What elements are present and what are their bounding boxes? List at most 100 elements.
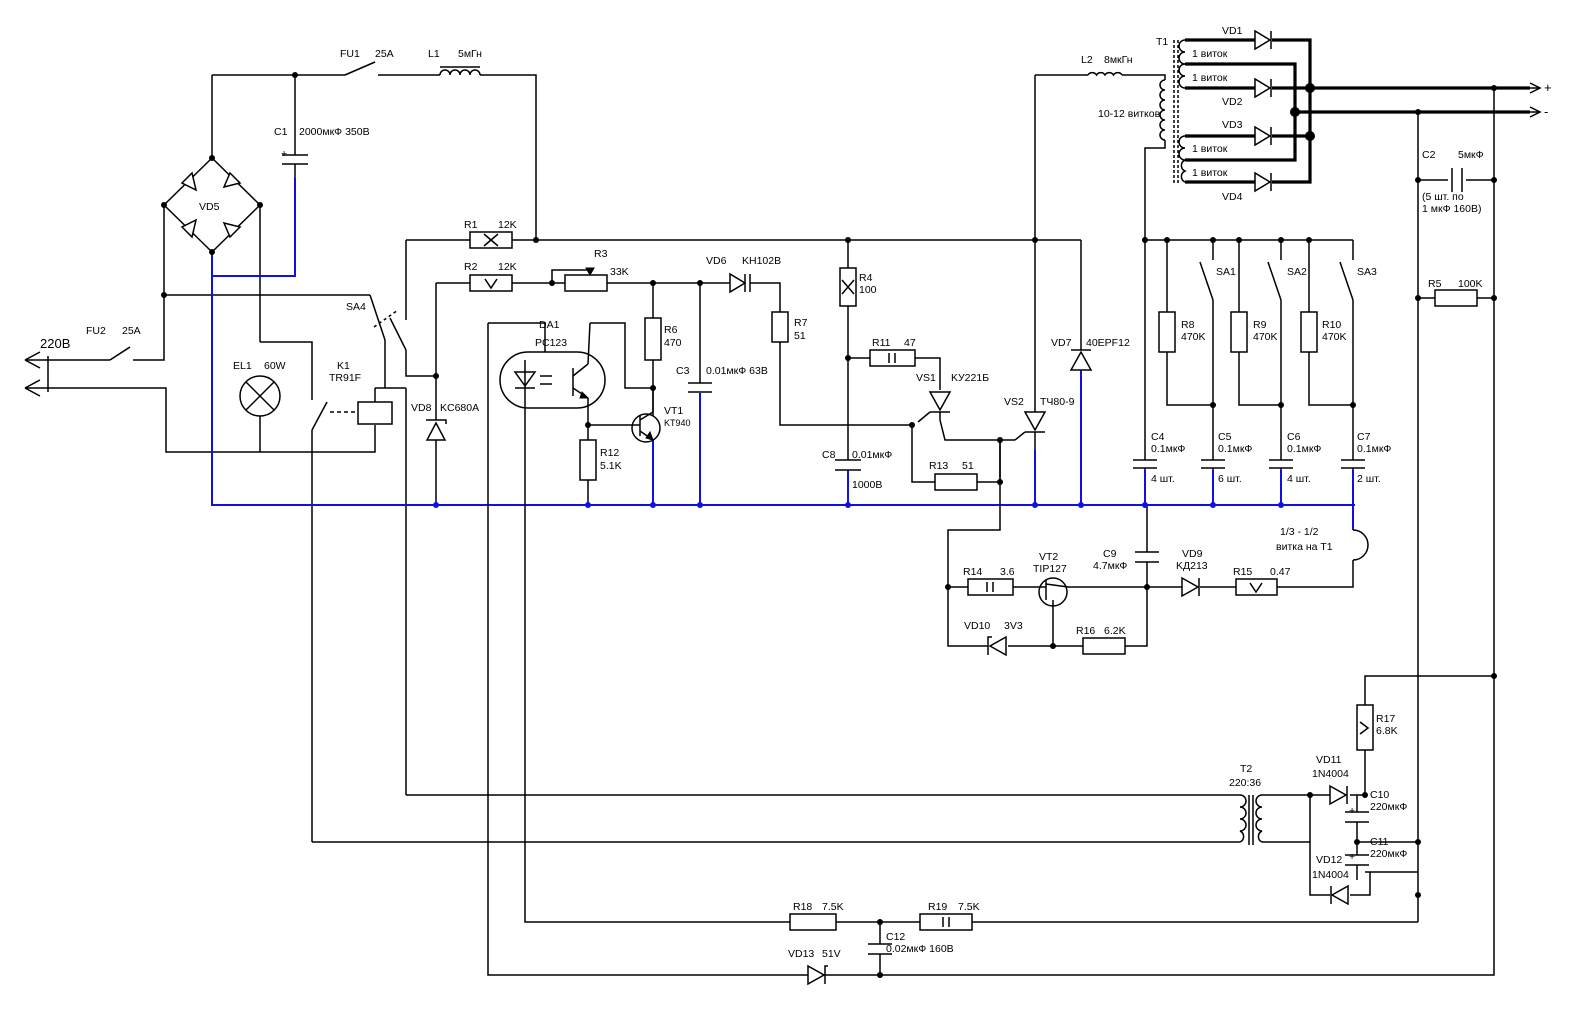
label-r6: R6: [664, 324, 678, 336]
r18-resistor: [789, 913, 883, 931]
vd6-dinistor: [729, 272, 752, 294]
label-vt1-val: KT940: [664, 418, 691, 428]
label-r16: R16: [1076, 625, 1095, 637]
label-r11-val: 47: [904, 337, 916, 349]
label-c3: C3: [676, 365, 690, 377]
label-r5-val: 100K: [1458, 278, 1483, 290]
label-c10-plus: +: [1349, 805, 1355, 817]
label-c1: C1: [274, 126, 288, 138]
label-da1-val: PC123: [535, 337, 567, 349]
label-r8-val: 470K: [1181, 331, 1206, 343]
label-r12-val: 5.1K: [600, 460, 622, 472]
vd4-diode: [1254, 171, 1272, 193]
label-r19-val: 7.5K: [958, 901, 980, 913]
label-c6-n: 4 шт.: [1287, 473, 1311, 485]
r9-resistor: [1230, 311, 1284, 408]
label-vt1: VT1: [664, 405, 683, 417]
t1-transformer: [1159, 39, 1187, 185]
vd2-diode: [1254, 77, 1272, 99]
l1-inductor: [439, 66, 481, 76]
label-c10-val: 220мкФ: [1370, 801, 1407, 813]
label-c2: C2: [1422, 149, 1436, 161]
t2-transformer: [1239, 794, 1263, 845]
label-r1: R1: [464, 219, 478, 231]
label-vd10: VD10: [964, 620, 990, 632]
aux-winding-loop: [1352, 529, 1369, 561]
label-t1: T1: [1156, 36, 1168, 48]
label-c10: C10: [1370, 789, 1389, 801]
label-fu2: FU2: [86, 325, 106, 337]
label-r15-val: 0.47: [1270, 566, 1291, 578]
label-r6-val: 470: [664, 337, 682, 349]
label-c1-plus: +: [281, 148, 287, 160]
label-r17: R17: [1376, 713, 1395, 725]
label-vd13: VD13: [788, 948, 814, 960]
r3-potentiometer: [549, 267, 703, 292]
r13-resistor: [934, 437, 1003, 491]
label-vd11-val: 1N4004: [1312, 768, 1349, 780]
c7-capacitor: [1341, 459, 1365, 470]
blue-common-bus: [211, 178, 1355, 530]
label-c11: C11: [1370, 836, 1389, 848]
label-c5-val: 0.1мкФ: [1218, 443, 1252, 455]
vd11-diode: [1307, 784, 1368, 806]
label-r11: R11: [872, 337, 891, 349]
label-vd7-val: 40EPF12: [1086, 337, 1130, 349]
label-r2: R2: [464, 261, 478, 273]
label-l2: L2: [1081, 54, 1093, 66]
vd5-bridge: [161, 155, 263, 255]
vd12-diode: [1330, 839, 1421, 906]
r14-resistor: [945, 578, 1014, 596]
label-vs1: VS1: [916, 372, 936, 384]
label-r2-val: 12K: [498, 261, 517, 273]
label-r10-val: 470K: [1322, 331, 1347, 343]
label-vd11: VD11: [1316, 754, 1342, 766]
label-c7: C7: [1357, 431, 1371, 443]
label-turn-4: 1 виток: [1192, 167, 1228, 179]
c8-capacitor: [835, 459, 861, 508]
label-vd10-val: 3V3: [1004, 620, 1023, 632]
label-r13: R13: [929, 460, 948, 472]
label-r8: R8: [1181, 319, 1195, 331]
vd7-diode: [1069, 349, 1093, 508]
label-vs2: VS2: [1004, 396, 1024, 408]
label-out-plus: +: [1544, 80, 1552, 95]
c3-capacitor: [688, 382, 712, 508]
vs1-thyristor: [909, 391, 952, 428]
label-vd3: VD3: [1222, 119, 1243, 131]
vd13-zener: [807, 964, 828, 986]
label-r7: R7: [794, 317, 808, 329]
r15-resistor: [1235, 578, 1278, 596]
label-winding1: 1/3 - 1/2: [1280, 526, 1319, 538]
label-r18-val: 7.5K: [822, 901, 844, 913]
label-c6-val: 0.1мкФ: [1287, 443, 1321, 455]
label-c4-val: 0.1мкФ: [1151, 443, 1185, 455]
label-vd8: VD8: [411, 402, 432, 414]
label-r4-val: 100: [859, 284, 877, 296]
label-l2-val: 8мкГн: [1104, 54, 1133, 66]
label-r16-val: 6.2K: [1104, 625, 1126, 637]
r16-resistor: [1082, 637, 1126, 655]
label-r4: R4: [859, 272, 873, 284]
label-c12-val: 0.02мкФ 160В: [886, 943, 954, 955]
c5-capacitor: [1201, 459, 1225, 508]
sa1-switch: [1142, 237, 1216, 301]
label-r3: R3: [594, 248, 608, 260]
label-r9-val: 470K: [1253, 331, 1278, 343]
label-vd1: VD1: [1222, 25, 1243, 37]
vt2-transistor: [1038, 577, 1069, 649]
l2-inductor: [1087, 71, 1123, 77]
label-c6: C6: [1287, 431, 1301, 443]
mains-arrows: [24, 351, 55, 397]
label-c8: C8: [822, 449, 836, 461]
label-vd8-val: KC680A: [440, 402, 479, 414]
label-k1-val: TR91F: [329, 372, 361, 384]
label-fu2-val: 25A: [122, 325, 141, 337]
el1-lamp: [239, 375, 281, 417]
label-turn-1: 1 виток: [1192, 48, 1228, 60]
label-r5: R5: [1428, 278, 1442, 290]
label-vs2-val: TЧ80-9: [1040, 396, 1075, 408]
label-c2-val: 5мкФ: [1458, 149, 1484, 161]
c9-capacitor: [1135, 551, 1159, 590]
